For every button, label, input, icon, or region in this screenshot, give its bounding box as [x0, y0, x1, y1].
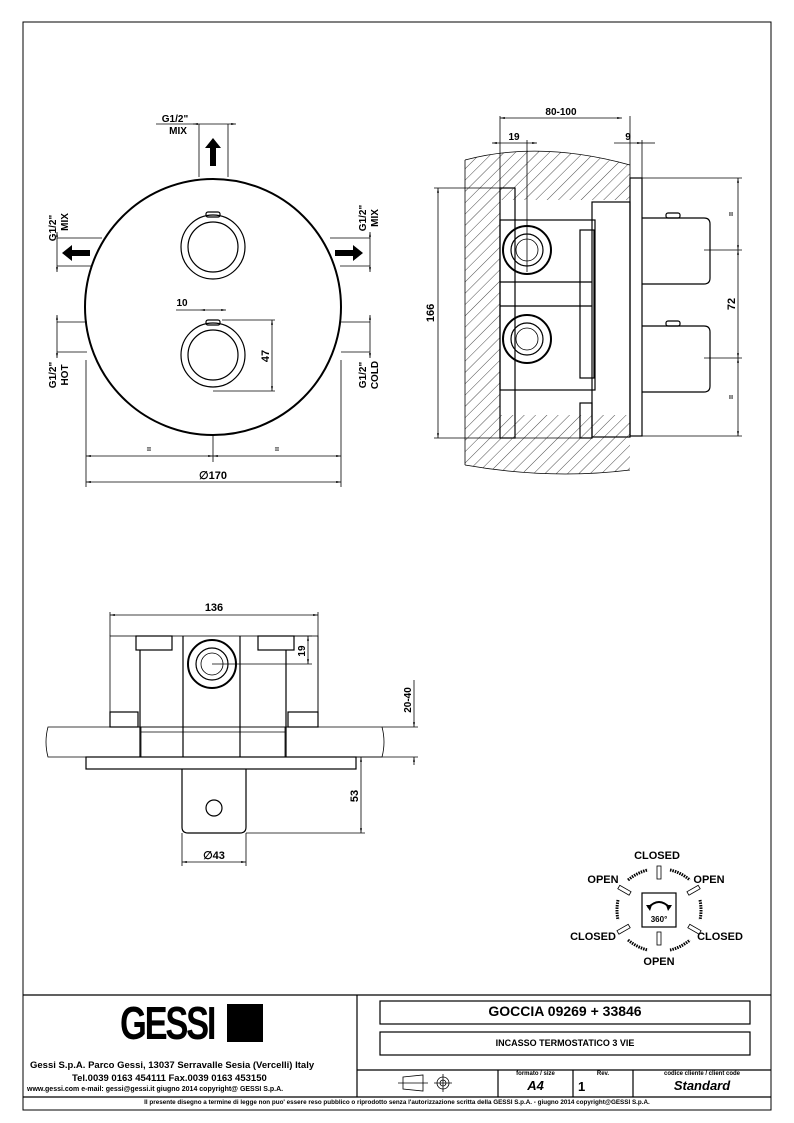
lower-knob-inner [187, 329, 239, 381]
side-view: 80-100 19 9 166 72 = = [425, 107, 742, 475]
upper-knob-side [642, 217, 711, 285]
legend-bottom-right: CLOSED [697, 931, 743, 943]
center-mark-upper: = [727, 211, 736, 216]
cover-plate-side [629, 177, 643, 437]
depth-dimension: 80-100 [545, 107, 577, 118]
top-port-label: MIX [169, 126, 187, 137]
product-subtitle: INCASSO TERMOSTATICO 3 VIE [495, 1038, 635, 1048]
product-title-box [379, 1000, 751, 1025]
cold-port-size: G1/2" [358, 362, 369, 389]
lower-knob-indicator [205, 319, 221, 326]
diameter-dimension: ∅170 [199, 470, 227, 482]
rotation-legend: 360° CLOSED OPEN OPEN CLOSED CLOSED OPEN [570, 850, 743, 968]
gessi-logo: GESSI [120, 997, 216, 1049]
format-value: A4 [527, 1078, 544, 1093]
upper-knob-indicator [205, 211, 221, 218]
up-arrow-icon [205, 138, 221, 166]
legend-top-left: OPEN [587, 874, 618, 886]
client-code-value: Standard [673, 1078, 731, 1093]
plate-dimension: 9 [625, 132, 631, 143]
top-port-size: G1/2" [162, 114, 189, 125]
height-dimension: 166 [425, 304, 437, 322]
knob-diameter-dimension: ∅43 [203, 850, 225, 862]
projection-dimension: 53 [349, 790, 361, 802]
left-arrow-icon [62, 245, 90, 261]
rev-label: Rev. [596, 1071, 610, 1077]
hot-port-size: G1/2" [48, 362, 59, 389]
legend-bottom-left: CLOSED [570, 931, 616, 943]
top-view: 136 19 20-40 53 ∅43 [45, 602, 418, 866]
knob-top [181, 769, 247, 834]
rotation-degrees: 360° [651, 915, 668, 924]
company-web: www.gessi.com e-mail: gessi@gessi.it giu… [27, 1086, 284, 1093]
cover-plate-top [85, 756, 357, 770]
rotation-box [641, 892, 677, 928]
right-arrow-icon [335, 245, 363, 261]
title-block [23, 994, 771, 1098]
product-subtitle-box [379, 1031, 751, 1056]
wall-dimension: 20-40 [403, 687, 414, 713]
inlet-dimension: 19 [297, 645, 308, 657]
lower-knob-outer [180, 322, 246, 388]
upper-knob-outer [180, 214, 246, 280]
company-address: Gessi S.p.A. Parco Gessi, 13037 Serraval… [30, 1060, 315, 1071]
logo-square [227, 1004, 263, 1042]
center-mark-left: = [147, 445, 152, 454]
center-mark-lower: = [727, 394, 736, 399]
cover-plate-outline [84, 178, 342, 436]
knob-offset-dimension: 47 [260, 350, 272, 362]
left-port-size: G1/2" [48, 215, 59, 242]
upper-knob-inner [187, 221, 239, 273]
projection-symbol-icon [402, 1074, 424, 1092]
side-inlet-lower [502, 314, 552, 364]
cold-port-label: COLD [370, 361, 381, 389]
format-label: formato / size [516, 1071, 555, 1077]
legend-top: CLOSED [634, 850, 680, 862]
legend-top-right: OPEN [693, 874, 724, 886]
sheet-border [22, 21, 772, 1111]
hot-port-label: HOT [60, 364, 71, 385]
left-port-label: MIX [60, 213, 71, 231]
product-title: GOCCIA 09269 + 33846 [488, 1003, 642, 1019]
right-port-size: G1/2" [358, 205, 369, 232]
footer-notice: Il presente disegno a termine di legge n… [144, 1099, 650, 1106]
width-dimension: 136 [205, 602, 223, 614]
knob-spacing-dimension: 72 [726, 298, 738, 310]
indicator-width-dimension: 10 [176, 298, 188, 309]
client-code-label: codice cliente / client code [663, 1071, 741, 1077]
legend-bottom: OPEN [643, 956, 674, 968]
center-mark-right: = [275, 445, 280, 454]
right-port-label: MIX [370, 209, 381, 227]
inlet-offset-dimension: 19 [508, 132, 520, 143]
lower-knob-side [642, 325, 711, 393]
front-view: G1/2" MIX G1/2" MIX G1/2" MIX G1/2" HOT … [48, 114, 381, 487]
rev-value: 1 [578, 1079, 586, 1094]
company-phone: Tel.0039 0163 454111 Fax.0039 0163 45315… [72, 1073, 267, 1084]
